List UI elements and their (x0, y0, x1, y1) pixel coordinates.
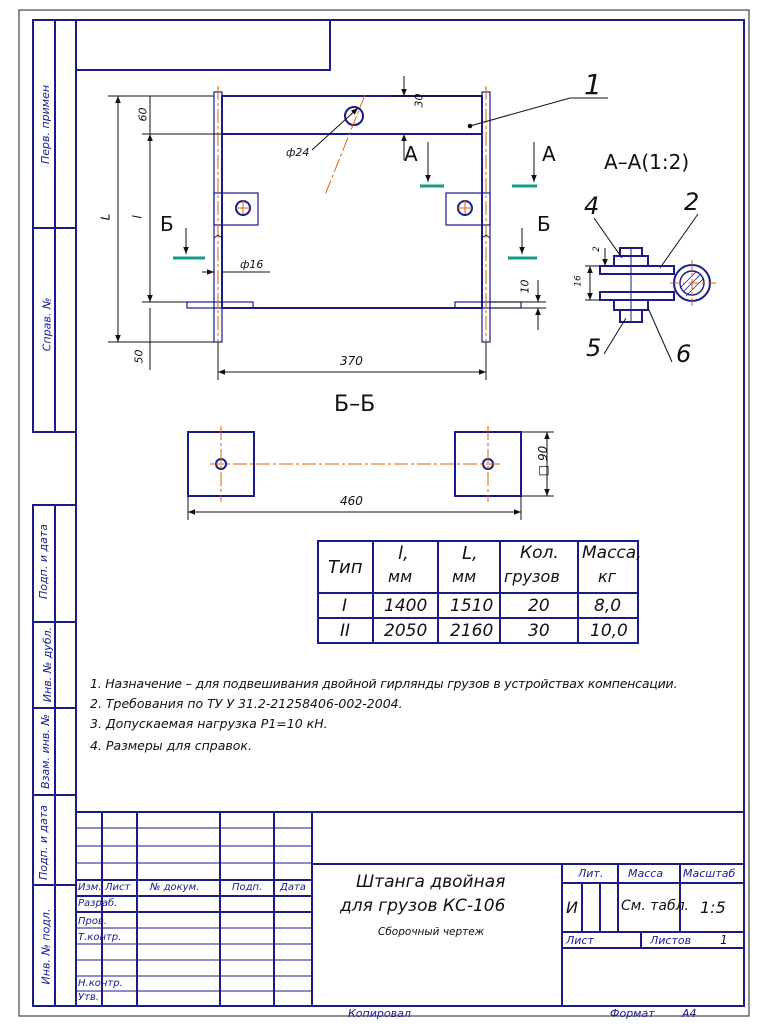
tb-col-doc: № докум. (150, 882, 200, 893)
spec-cell: 2160 (450, 621, 494, 641)
tb-list-label: Лист (566, 934, 594, 947)
stamp-vzam-inv: Взам. инв. № (38, 714, 52, 789)
stamp-inv-dubl: Инв. № дубл. (41, 626, 55, 703)
section-cut-markers (173, 142, 537, 260)
tb-col-izm: Изм. (78, 882, 102, 893)
side-stamp-columns (32, 19, 77, 1007)
title-block-grid (76, 811, 744, 1006)
dim-d16: ф16 (240, 258, 264, 271)
main-view (186, 91, 522, 343)
dim-L: L (98, 213, 113, 221)
stamp-podp-data-1: Подп. и дата (36, 524, 50, 599)
note-3: 3. Допускаемая нагрузка Р1=10 кН. (90, 716, 328, 731)
position-label-2: 2 (684, 188, 700, 216)
spec-cell: 30 (528, 621, 550, 641)
title-block-thin-grid (76, 827, 312, 992)
stamp-perv-primen: Перв. примен (39, 84, 53, 165)
main-view-dimensions (108, 76, 546, 380)
tb-col-data: Дата (280, 882, 306, 893)
spec-cell: I (342, 596, 348, 616)
spec-cell: 8,0 (594, 596, 622, 616)
tb-tkontr: Т.контр. (78, 932, 122, 943)
tb-lit-value: И (566, 898, 578, 917)
dim-30: 30 (412, 93, 426, 108)
cut-letter-b-right: Б (537, 212, 551, 236)
tb-listov-label: Листов (650, 934, 692, 947)
note-2: 2. Требования по ТУ У 31.2-21258406-002-… (90, 696, 403, 711)
footer-format-label: Формат (610, 1007, 655, 1020)
spec-header-l: l, (398, 543, 409, 564)
spec-cell: 1400 (384, 596, 428, 616)
cut-letter-b-left: Б (160, 212, 174, 236)
dim-d24: ф24 (286, 146, 310, 159)
tb-col-list: Лист (105, 882, 131, 893)
tb-lit-label: Лит. (578, 867, 604, 880)
spec-header-L-unit: мм (452, 567, 477, 586)
stamp-sprav-no: Справ. № (40, 297, 54, 352)
spec-header-count-unit: грузов (504, 567, 560, 586)
spec-header-l-unit: мм (388, 567, 413, 586)
section-bb-title: Б–Б (334, 392, 376, 417)
position-label-5: 5 (586, 334, 602, 362)
tb-name-line2: для грузов КС-106 (340, 896, 506, 916)
dim-50: 50 (132, 349, 146, 364)
spec-cell: 10,0 (590, 621, 628, 641)
spec-header-type: Тип (328, 557, 363, 578)
spec-cell: 1510 (450, 596, 494, 616)
post-break-marks (213, 234, 491, 239)
leader-pos-1 (467, 97, 608, 129)
section-aa-dims (585, 213, 699, 363)
spec-cell: 20 (528, 596, 550, 616)
top-stamp-box (75, 19, 331, 71)
footer-kopiroval: Копировал (348, 1007, 411, 1020)
section-aa-view (599, 247, 711, 323)
dim-l: l (130, 215, 145, 219)
stamp-podp-data-2: Подп. и дата (36, 805, 50, 880)
note-4: 4. Размеры для справок. (90, 738, 252, 753)
spec-cell: 2050 (384, 621, 428, 641)
position-label-4: 4 (584, 192, 600, 220)
tb-massa-value: См. табл. (621, 898, 690, 914)
tb-name-line1: Штанга двойная (356, 872, 506, 892)
position-label-1: 1 (584, 68, 602, 101)
spec-cell: II (340, 621, 351, 641)
dim-16b: 16 (573, 275, 584, 287)
tb-nkontr: Н.контр. (78, 978, 123, 989)
cut-letter-a-left: А (404, 142, 418, 166)
main-view-centerlines (217, 86, 487, 355)
footer-format-value: А4 (682, 1007, 697, 1020)
section-bb-dims (187, 431, 554, 520)
tb-utv: Утв. (78, 992, 99, 1003)
outer-frame (18, 9, 750, 1017)
dim-460: 460 (340, 494, 363, 508)
tb-razrab: Разраб. (78, 898, 118, 909)
tb-col-podp: Подп. (232, 882, 263, 893)
tb-masshtab-value: 1:5 (700, 898, 726, 917)
tb-prov: Пров. (78, 916, 108, 927)
stamp-inv-podl: Инв. № подл. (39, 908, 53, 985)
spec-header-mass-unit: кг (598, 567, 617, 586)
dim-square-90: □ 90 (536, 445, 551, 477)
spec-header-L: L, (462, 543, 478, 564)
spec-header-count: Кол. (520, 543, 559, 563)
dim-370: 370 (340, 354, 363, 368)
spec-table-grid (317, 540, 639, 644)
section-aa-title: А–А(1:2) (604, 150, 690, 174)
tb-listov-value: 1 (720, 933, 728, 947)
position-label-6: 6 (676, 340, 692, 368)
section-bb-centerlines (210, 426, 500, 502)
dim-2: 2 (591, 246, 602, 252)
dim-60: 60 (136, 107, 150, 122)
section-aa-centerlines (670, 260, 716, 306)
note-1: 1. Назначение – для подвешивания двойной… (90, 676, 678, 691)
tb-masshtab-label: Масштаб (683, 867, 736, 880)
dim-10: 10 (518, 279, 532, 294)
tb-doc-type: Сборочный чертеж (378, 926, 485, 938)
tb-massa-label: Масса (628, 867, 664, 880)
spec-header-mass: Масса, (582, 543, 642, 563)
cut-letter-a-right: А (542, 142, 556, 166)
